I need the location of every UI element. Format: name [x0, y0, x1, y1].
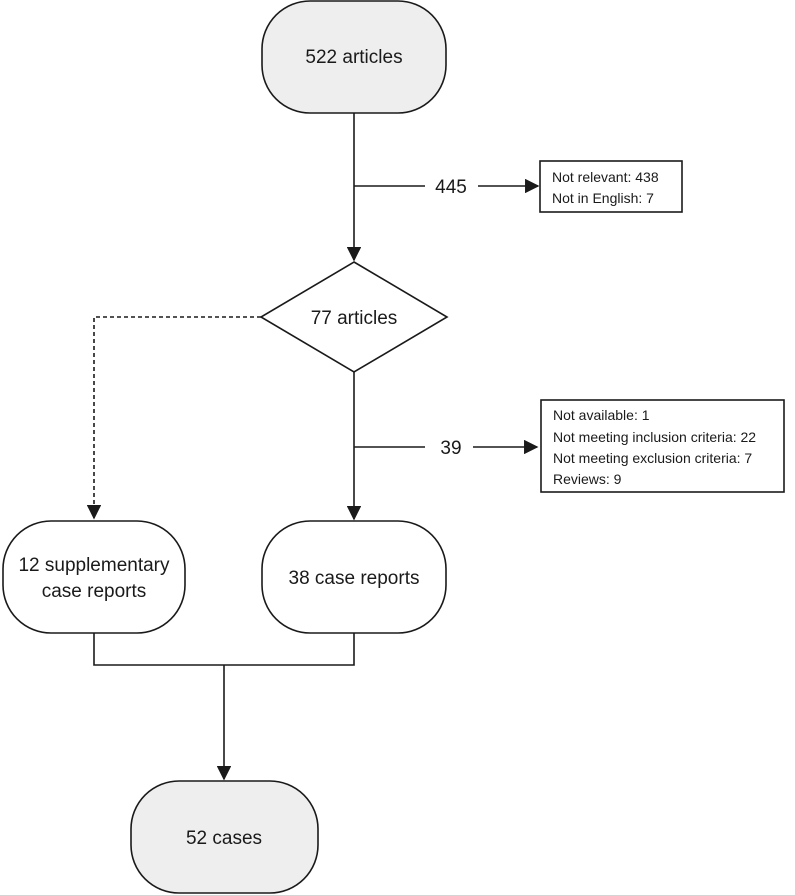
- supplementary-node-label: 12 supplementary: [18, 555, 170, 576]
- exclusion-2-reason: Not available: 1: [553, 407, 650, 423]
- exclusion-2-box: Not available: 1 Not meeting inclusion c…: [540, 399, 785, 493]
- exclusion-1-count: 445: [435, 177, 467, 198]
- supplementary-node: 12 supplementary case reports: [2, 520, 186, 634]
- merge-connector: [93, 633, 355, 666]
- exclusion-1-box: Not relevant: 438 Not in English: 7: [539, 160, 683, 213]
- supplementary-node-label: case reports: [42, 581, 147, 602]
- exclusion-1-reason: Not in English: 7: [552, 190, 654, 206]
- exclusion-2-count: 39: [440, 438, 461, 459]
- exclusion-1-reason: Not relevant: 438: [552, 169, 659, 185]
- screened-node: 77 articles: [259, 261, 449, 373]
- exclusion-2-reason: Not meeting inclusion criteria: 22: [553, 429, 756, 445]
- start-node-label: 522 articles: [305, 47, 402, 68]
- exclusion-2-reason: Not meeting exclusion criteria: 7: [553, 450, 752, 466]
- case-reports-node-label: 38 case reports: [289, 568, 420, 589]
- start-node: 522 articles: [261, 0, 447, 114]
- exclusion-2-reason: Reviews: 9: [553, 471, 622, 487]
- case-reports-node: 38 case reports: [261, 520, 447, 634]
- final-node-label: 52 cases: [186, 828, 262, 849]
- screened-node-label: 77 articles: [311, 308, 398, 329]
- final-node: 52 cases: [130, 780, 319, 894]
- connector-screened-to-supplementary: [86, 316, 261, 520]
